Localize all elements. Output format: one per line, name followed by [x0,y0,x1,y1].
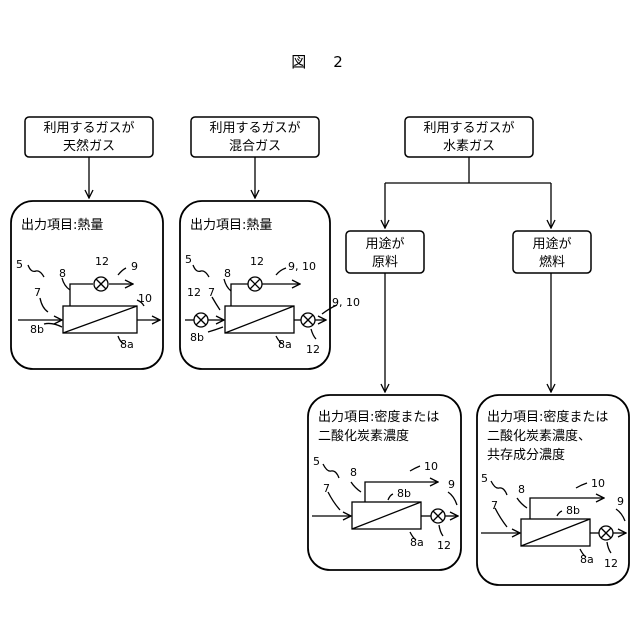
gas-box-mixed-line1: 利用するガスが [209,121,300,136]
label-p3-7: 7 [323,482,330,495]
output-panel-1-line1: 出力項目:熱量 [21,218,103,233]
use-box-raw-line1: 用途が [365,236,404,252]
label-p3-9: 9 [448,478,455,491]
use-box-raw-material: 用途が 原料 [346,231,424,273]
gas-box-natural-line1: 利用するガスが [43,121,134,136]
label-p1-8b: 8b [30,323,44,336]
gas-box-natural: 利用するガスが 天然ガス [25,117,153,157]
gas-box-mixed-line2: 混合ガス [229,139,281,154]
output-panel-2: 出力項目:熱量 5 [180,201,360,369]
gas-box-mixed: 利用するガスが 混合ガス [191,117,319,157]
label-p4-10: 10 [591,477,605,490]
gas-box-hydrogen: 利用するガスが 水素ガス [405,117,533,157]
label-p4-12: 12 [604,557,618,570]
label-p2-8b: 8b [190,331,204,344]
gas-box-hydrogen-line2: 水素ガス [443,139,495,154]
label-p4-8a: 8a [580,553,594,566]
label-p2-8a: 8a [278,338,292,351]
label-p4-7: 7 [491,499,498,512]
label-p2-12-left: 12 [187,286,201,299]
use-box-raw-line2: 原料 [372,255,398,270]
label-p2-8: 8 [224,267,231,280]
label-p3-10: 10 [424,460,438,473]
label-p1-10: 10 [138,292,152,305]
label-p3-12: 12 [437,539,451,552]
gas-box-hydrogen-line1: 利用するガスが [423,121,514,136]
output-panel-4-line3: 共存成分濃度 [487,447,565,463]
label-p2-9-10-right: 9, 10 [332,296,360,309]
figure-title: 図 2 [291,53,349,71]
output-panel-4: 出力項目:密度または 二酸化炭素濃度、 共存成分濃度 5 8 10 7 8b [477,395,629,585]
use-box-fuel-line1: 用途が [532,236,571,252]
output-panel-4-line2: 二酸化炭素濃度、 [487,428,591,444]
output-panel-3-line2: 二酸化炭素濃度 [318,428,409,444]
label-p2-9-10-top: 9, 10 [288,260,316,273]
label-p2-12-bottom: 12 [306,343,320,356]
use-box-fuel: 用途が 燃料 [513,231,591,273]
label-p2-7: 7 [208,286,215,299]
label-p4-9: 9 [617,495,624,508]
output-panel-2-line1: 出力項目:熱量 [190,218,272,233]
output-panel-4-line1: 出力項目:密度または [487,409,608,425]
label-p1-5: 5 [16,258,23,271]
label-p2-5: 5 [185,253,192,266]
output-panel-3-line1: 出力項目:密度または [318,409,439,425]
label-p3-8: 8 [350,466,357,479]
label-p1-8: 8 [59,267,66,280]
label-p1-8a: 8a [120,338,134,351]
label-p2-12-top: 12 [250,255,264,268]
label-p4-8b: 8b [566,504,580,517]
label-p3-5: 5 [313,455,320,468]
gas-box-natural-line2: 天然ガス [63,138,115,154]
label-p4-5: 5 [481,472,488,485]
label-p4-8: 8 [518,483,525,496]
label-p3-8b: 8b [397,487,411,500]
label-p1-7: 7 [34,286,41,299]
output-panel-3: 出力項目:密度または 二酸化炭素濃度 5 8 10 7 8b 9 8a [308,395,461,570]
label-p3-8a: 8a [410,536,424,549]
label-p1-12: 12 [95,255,109,268]
output-panel-1: 出力項目:熱量 5 7 8 12 9 10 8b 8a [11,201,163,369]
use-box-fuel-line2: 燃料 [539,254,565,270]
label-p1-9: 9 [131,260,138,273]
